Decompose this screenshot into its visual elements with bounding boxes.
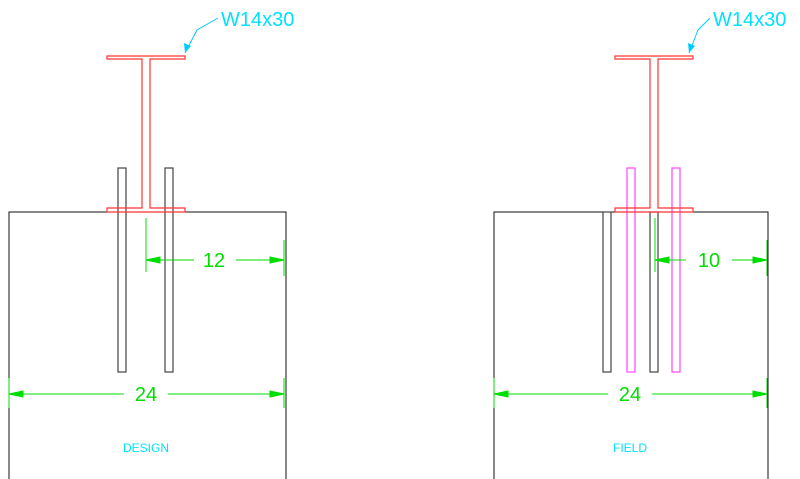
design-offset-dimension-label: 12 xyxy=(203,250,225,272)
field-width-dimension-label: 24 xyxy=(619,384,641,406)
design-width-dimension xyxy=(8,378,285,408)
field-pier-outline xyxy=(493,211,769,479)
field-w-beam xyxy=(614,55,694,213)
design-view: W14x30 12 24 DESIGN xyxy=(8,9,294,479)
design-plate-right xyxy=(164,167,174,373)
field-beam-callout: W14x30 xyxy=(713,9,786,31)
design-beam-callout: W14x30 xyxy=(221,9,294,31)
field-caption: FIELD xyxy=(613,441,647,455)
design-offset-dimension xyxy=(145,218,285,276)
field-offset-dimension xyxy=(654,218,768,276)
field-width-dimension xyxy=(493,378,768,408)
field-plate-original-left xyxy=(602,211,612,373)
field-plate-original-right xyxy=(649,211,659,373)
design-width-dimension-label: 24 xyxy=(135,384,157,406)
field-offset-dimension-label: 10 xyxy=(698,250,720,272)
field-plate-new-right xyxy=(671,167,681,373)
design-pier-outline xyxy=(8,211,287,479)
design-caption: DESIGN xyxy=(123,441,169,455)
design-w-beam xyxy=(106,55,186,213)
field-plate-new-left xyxy=(626,167,636,373)
field-beam-leader xyxy=(688,17,711,54)
design-plate-left xyxy=(117,167,127,373)
design-beam-leader xyxy=(184,17,219,54)
field-view: W14x30 10 24 FIELD xyxy=(493,9,786,479)
